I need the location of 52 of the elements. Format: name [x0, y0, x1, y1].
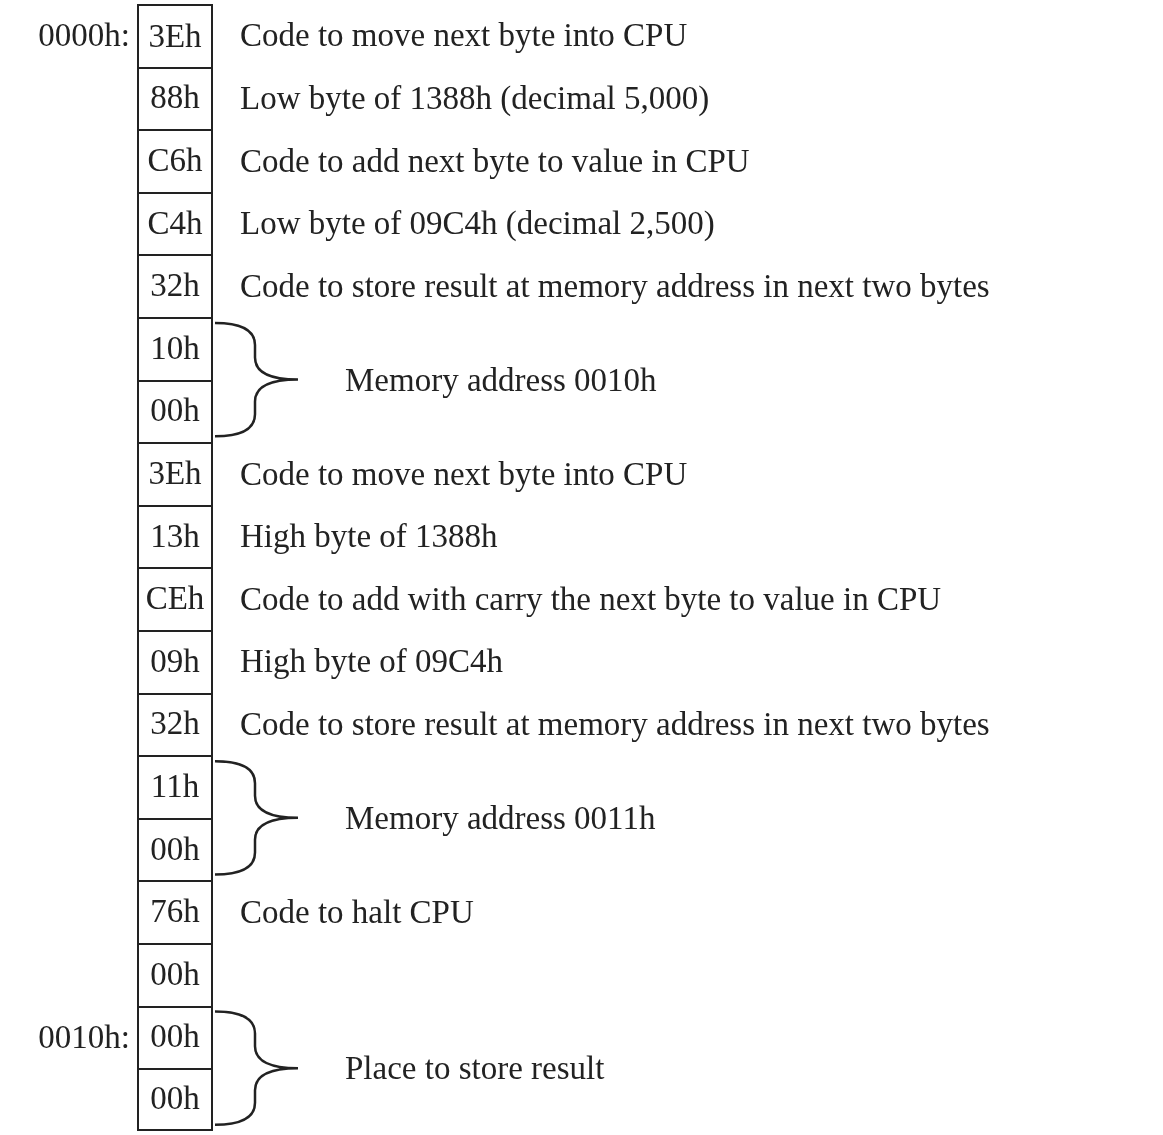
byte-value: 3Eh [148, 17, 202, 55]
description-text: Code to move next byte into CPU [240, 454, 688, 494]
byte-value: 88h [150, 79, 200, 117]
memory-cell [137, 1068, 213, 1131]
byte-value: C4h [147, 204, 203, 242]
memory-cell [137, 1005, 213, 1071]
byte-value: 10h [150, 329, 200, 367]
brace-label: Memory address 0011h [345, 798, 656, 838]
memory-cell [137, 630, 213, 695]
description-text: Code to add with carry the next byte to value in CPU [240, 579, 942, 619]
memory-cell [137, 880, 213, 945]
brace-label: Memory address 0010h [345, 360, 657, 400]
description-text: Low byte of 09C4h (decimal 2,500) [240, 204, 715, 244]
memory-cell [137, 817, 213, 883]
memory-cell [137, 943, 213, 1008]
memory-cell [137, 254, 213, 319]
byte-value: C6h [147, 142, 203, 179]
memory-cell [137, 66, 213, 132]
description-text: Code to store result at memory address in next two bytes [240, 704, 990, 744]
byte-value: 00h [150, 1018, 200, 1056]
memory-cell [137, 442, 213, 507]
address-label: 0010h: [38, 1017, 130, 1057]
memory-cell [137, 129, 213, 194]
byte-value: 09h [150, 642, 200, 680]
byte-value: 3Eh [148, 455, 202, 492]
byte-value: 00h [150, 830, 200, 868]
memory-cell [137, 755, 213, 820]
description-text: High byte of 1388h [240, 517, 498, 557]
byte-value: 76h [150, 893, 200, 931]
byte-value: 00h [150, 392, 200, 430]
memory-cell [137, 4, 213, 69]
memory-cell [137, 692, 213, 758]
memory-cell [137, 379, 213, 445]
description-text: Code to halt CPU [240, 892, 474, 932]
byte-value: 00h [150, 1080, 200, 1117]
byte-value: 32h [150, 267, 200, 305]
byte-value: 00h [150, 955, 200, 993]
description-text: Code to add next byte to value in CPU [240, 141, 750, 181]
description-text: Code to move next byte into CPU [240, 16, 688, 56]
description-text: Code to store result at memory address in next two bytes [240, 266, 990, 306]
byte-value: 13h [150, 517, 200, 555]
brace-label: Place to store result [345, 1049, 605, 1089]
description-text: Low byte of 1388h (decimal 5,000) [240, 78, 710, 118]
description-text: High byte of 09C4h [240, 642, 504, 682]
address-label: 0000h: [38, 16, 130, 56]
memory-cell [137, 191, 213, 257]
byte-value: 11h [150, 768, 200, 805]
byte-value: CEh [145, 580, 205, 618]
memory-cell [137, 567, 213, 632]
memory-cell [137, 317, 213, 382]
byte-value: 32h [150, 705, 200, 743]
memory-cell [137, 504, 213, 570]
